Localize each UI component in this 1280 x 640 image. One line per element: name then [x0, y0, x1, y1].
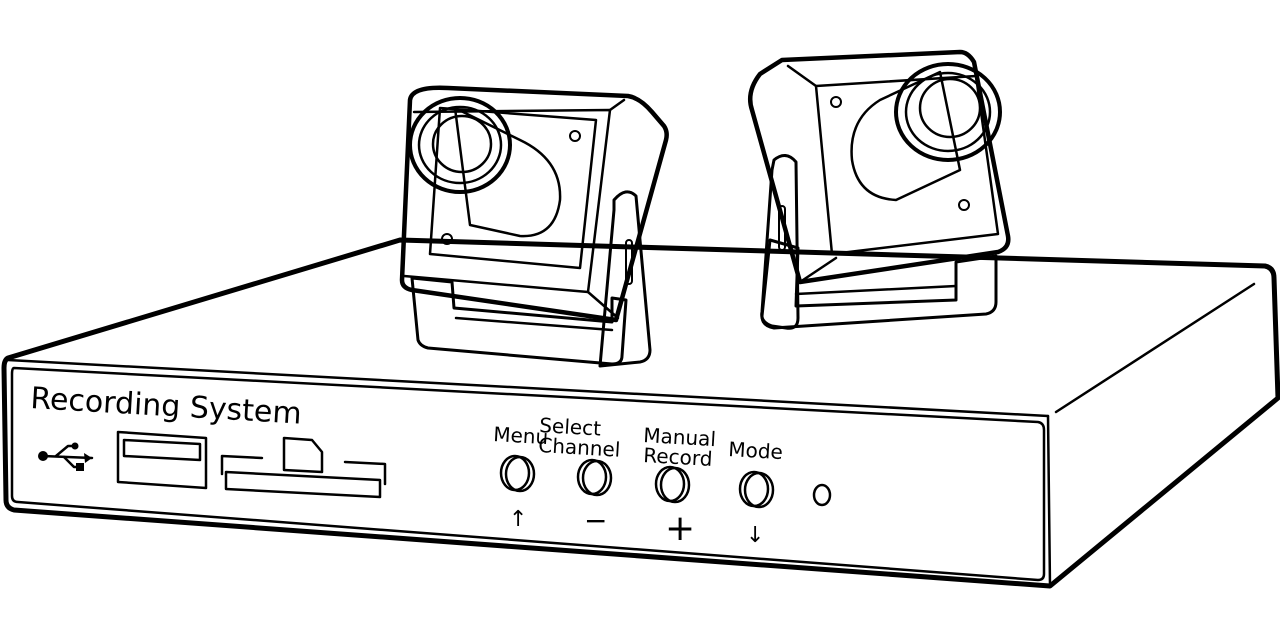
down-arrow-icon: ↓ [746, 523, 764, 548]
status-led [812, 483, 832, 507]
up-arrow-icon: ↑ [509, 507, 527, 532]
manual-record-button[interactable] [654, 465, 691, 504]
plus-icon: + [665, 508, 695, 549]
manual-record-label-line2: Record [643, 443, 713, 471]
manual-record-label-line1: Manual [643, 423, 717, 451]
sd-card-slot[interactable] [220, 436, 387, 499]
camera-left [399, 85, 669, 368]
mode-button[interactable] [738, 470, 775, 509]
usb-icon [38, 442, 94, 471]
select-channel-label-line2: Channel [538, 433, 621, 462]
device-title: Recording System [30, 381, 303, 432]
menu-control: Menu ↑ [493, 422, 549, 532]
select-channel-label-line1: Select [539, 413, 602, 441]
manual-record-control: Manual Record + [643, 423, 717, 549]
menu-button[interactable] [499, 454, 536, 493]
camera-right [748, 49, 1011, 330]
mode-label: Mode [728, 437, 784, 464]
menu-label: Menu [493, 422, 549, 449]
mode-control: Mode ↓ [728, 437, 784, 548]
select-channel-control: Select Channel − [538, 413, 621, 537]
dvr-box [1, 237, 1280, 589]
usb-port[interactable] [116, 430, 208, 490]
select-channel-button[interactable] [576, 458, 613, 497]
minus-icon: − [584, 504, 607, 537]
control-panel: Menu ↑ Select Channel − Manual Record [493, 413, 832, 549]
